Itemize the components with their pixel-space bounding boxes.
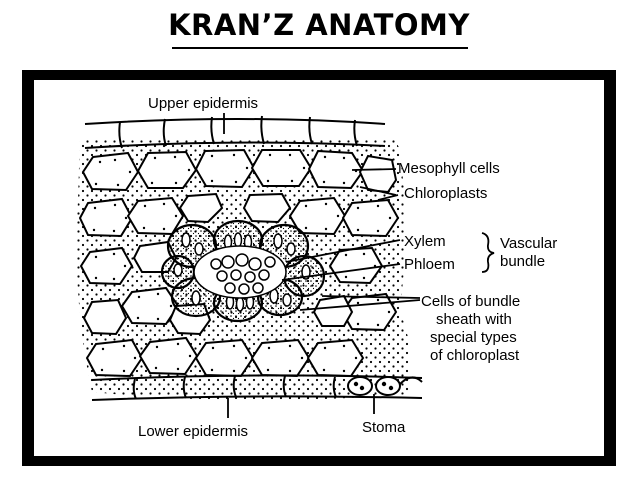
leader-lines [223, 113, 495, 418]
lower-epidermis [91, 374, 423, 401]
label-stoma: Stoma [362, 419, 406, 436]
label-bundle-sheath-line1: Cells of bundle [421, 293, 520, 310]
label-xylem: Xylem [404, 233, 446, 250]
label-mesophyll-cells: Mesophyll cells [398, 160, 500, 177]
label-upper-epidermis: Upper epidermis [148, 95, 258, 112]
title-underline [172, 47, 468, 49]
label-chloroplasts: Chloroplasts [404, 185, 487, 202]
label-vascular-line2: bundle [500, 253, 545, 270]
vascular-bundle [160, 219, 326, 323]
label-vascular-line1: Vascular [500, 235, 557, 252]
stoma [347, 376, 423, 396]
label-phloem: Phloem [404, 256, 455, 273]
label-bundle-sheath-line2: sheath with [436, 311, 512, 328]
label-lower-epidermis: Lower epidermis [138, 423, 248, 440]
page-title: KRAN’Z ANATOMY [168, 8, 470, 42]
label-bundle-sheath-line4: of chloroplast [430, 347, 520, 364]
label-bundle-sheath-line3: special types [430, 329, 517, 346]
